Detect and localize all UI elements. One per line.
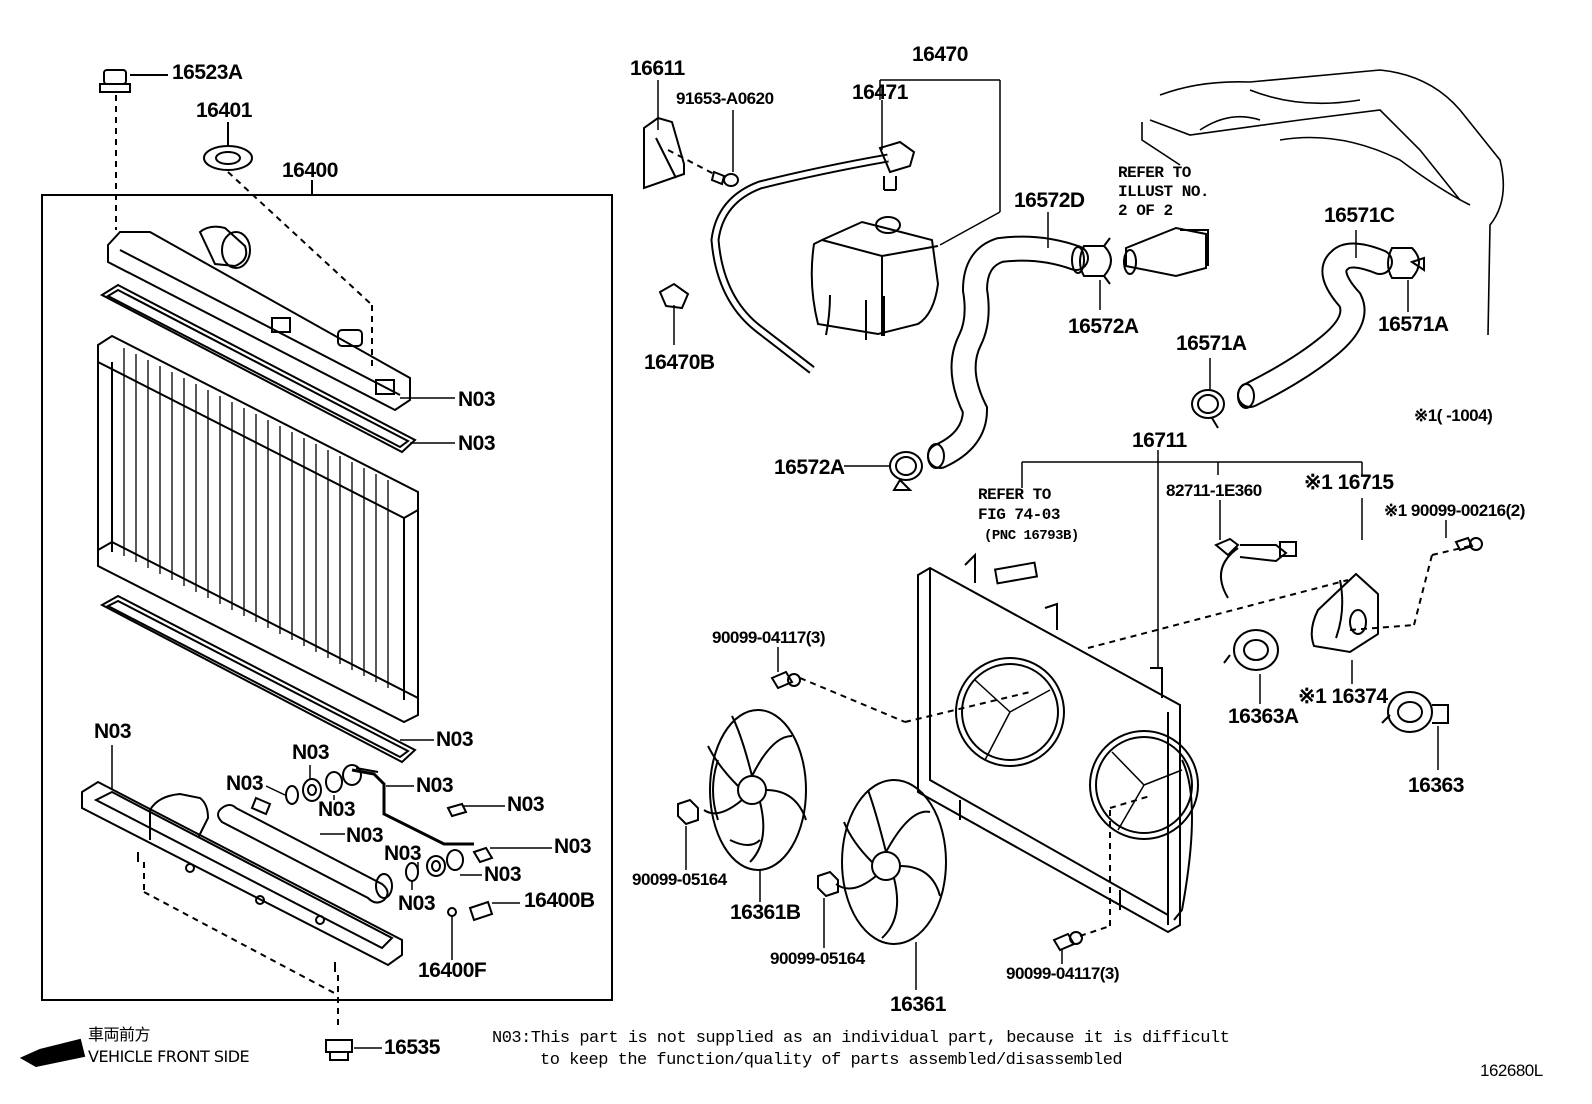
label-n03-lower-tank: N03 bbox=[94, 720, 132, 743]
label-n03-e: N03 bbox=[507, 793, 545, 816]
bolts-90099-04117 bbox=[770, 647, 1151, 964]
label-16400B: 16400B bbox=[524, 889, 595, 912]
radiator-cap-16523A bbox=[99, 69, 168, 93]
label-90099-04117-top: 90099-04117(3) bbox=[712, 628, 826, 647]
label-90099-04117-bottom: 90099-04117(3) bbox=[1006, 964, 1120, 983]
label-n03-g: N03 bbox=[554, 835, 592, 858]
label-16523A: 16523A bbox=[172, 61, 243, 84]
note-refer-fig-2: FIG 74-03 bbox=[978, 506, 1060, 524]
label-90099-00216: ※1 90099-00216(2) bbox=[1384, 501, 1525, 520]
bolt-91653 bbox=[667, 110, 739, 187]
lower-gasket bbox=[99, 594, 417, 764]
label-n03-h: N03 bbox=[384, 842, 422, 865]
footnote-line-2: to keep the function/quality of parts as… bbox=[540, 1051, 1123, 1070]
oil-cooler bbox=[217, 804, 393, 904]
gasket-16401 bbox=[203, 122, 253, 171]
hose-16572D bbox=[927, 212, 1089, 469]
cooler-pipe bbox=[351, 768, 474, 846]
label-n03-upper-gasket: N03 bbox=[458, 432, 496, 455]
reservoir-tank-16470 bbox=[810, 79, 1001, 340]
label-16400F: 16400F bbox=[418, 959, 487, 982]
fan-motor-16363A bbox=[1223, 629, 1279, 704]
label-16572A-top: 16572A bbox=[1068, 315, 1139, 338]
overflow-hose-16471 bbox=[710, 100, 916, 374]
fan-shroud-16711 bbox=[917, 552, 1199, 934]
label-16711: 16711 bbox=[1132, 429, 1187, 452]
radiator-assembly-frame bbox=[41, 194, 613, 1001]
drain-plug-16535 bbox=[325, 1039, 353, 1061]
bracket-16611 bbox=[643, 80, 685, 190]
clamp-16572A-bottom bbox=[844, 451, 923, 491]
label-16572A-bottom: 16572A bbox=[774, 456, 845, 479]
clip-16470B bbox=[658, 282, 690, 345]
label-n03-f: N03 bbox=[346, 824, 384, 847]
label-16400: 16400 bbox=[282, 159, 338, 182]
label-16611: 16611 bbox=[630, 57, 685, 80]
label-16470B: 16470B bbox=[644, 351, 715, 374]
water-outlet bbox=[1123, 226, 1209, 278]
label-16571A-right: 16571A bbox=[1378, 313, 1449, 336]
fan-shroud-struts bbox=[974, 679, 1183, 831]
vehicle-front-arrow bbox=[19, 1038, 86, 1068]
clamp-16572A-top bbox=[1079, 237, 1112, 310]
label-16361: 16361 bbox=[890, 993, 946, 1016]
radiator-core bbox=[97, 334, 419, 724]
label-n03-d: N03 bbox=[416, 774, 454, 797]
label-16361B: 16361B bbox=[730, 901, 801, 924]
motor-bracket-16374 bbox=[1310, 572, 1379, 684]
note-refer-fig-1: REFER TO bbox=[978, 486, 1051, 504]
note-range-1004: ※1( -1004) bbox=[1414, 406, 1493, 425]
upper-tank bbox=[107, 225, 411, 412]
note-refer-fig-3: (PNC 16793B) bbox=[984, 528, 1079, 544]
clamp-16571A-left bbox=[1191, 358, 1225, 429]
label-16572D: 16572D bbox=[1014, 189, 1085, 212]
label-90099-05164-left: 90099-05164 bbox=[632, 870, 727, 889]
hose-16571C bbox=[1237, 230, 1393, 409]
note-refer-illust-2: ILLUST NO. bbox=[1118, 183, 1210, 201]
label-90099-05164-mid: 90099-05164 bbox=[770, 949, 865, 968]
nuts-90099-05164 bbox=[677, 798, 839, 948]
shroud-leaders bbox=[1021, 450, 1447, 668]
label-n03-i: N03 bbox=[484, 863, 522, 886]
fittings bbox=[250, 764, 494, 922]
note-refer-illust-3: 2 OF 2 bbox=[1118, 202, 1173, 220]
upper-gasket bbox=[99, 283, 417, 454]
vehicle-front-en: VEHICLE FRONT SIDE bbox=[88, 1047, 250, 1066]
label-16715: ※1 16715 bbox=[1304, 471, 1394, 494]
label-n03-lower-gasket: N03 bbox=[436, 728, 474, 751]
label-16374: ※1 16374 bbox=[1298, 685, 1388, 708]
bolt-90099-00216 bbox=[1454, 536, 1483, 552]
label-n03-upper-tank: N03 bbox=[458, 388, 496, 411]
lower-tank bbox=[81, 780, 403, 972]
fan-16361 bbox=[835, 779, 947, 990]
label-n03-a: N03 bbox=[292, 741, 330, 764]
label-16571C: 16571C bbox=[1324, 204, 1395, 227]
label-n03-c: N03 bbox=[318, 798, 356, 821]
note-refer-illust-1: REFER TO bbox=[1118, 164, 1191, 182]
label-16535: 16535 bbox=[384, 1036, 440, 1059]
label-91653-A0620: 91653-A0620 bbox=[676, 89, 774, 108]
label-16363: 16363 bbox=[1408, 774, 1464, 797]
footnote-line-1: N03:This part is not supplied as an indi… bbox=[492, 1029, 1230, 1048]
engine-outline bbox=[1141, 69, 1505, 336]
label-16401: 16401 bbox=[196, 99, 252, 122]
label-16471: 16471 bbox=[852, 81, 908, 104]
label-16571A-left: 16571A bbox=[1176, 332, 1247, 355]
vehicle-front-jp: 車両前方 bbox=[88, 1025, 151, 1044]
clip-82711 bbox=[1214, 537, 1297, 599]
label-82711-1E360: 82711-1E360 bbox=[1166, 481, 1262, 500]
label-n03-j: N03 bbox=[398, 892, 436, 915]
label-16470: 16470 bbox=[912, 43, 968, 66]
fan-motor-16363 bbox=[1381, 691, 1449, 770]
left-leaders bbox=[111, 397, 552, 1049]
figure-id: 162680L bbox=[1480, 1061, 1543, 1080]
fan-16361B bbox=[703, 709, 807, 902]
clamp-16571A-right bbox=[1387, 247, 1425, 312]
label-n03-b: N03 bbox=[226, 772, 264, 795]
label-16363A: 16363A bbox=[1228, 705, 1299, 728]
